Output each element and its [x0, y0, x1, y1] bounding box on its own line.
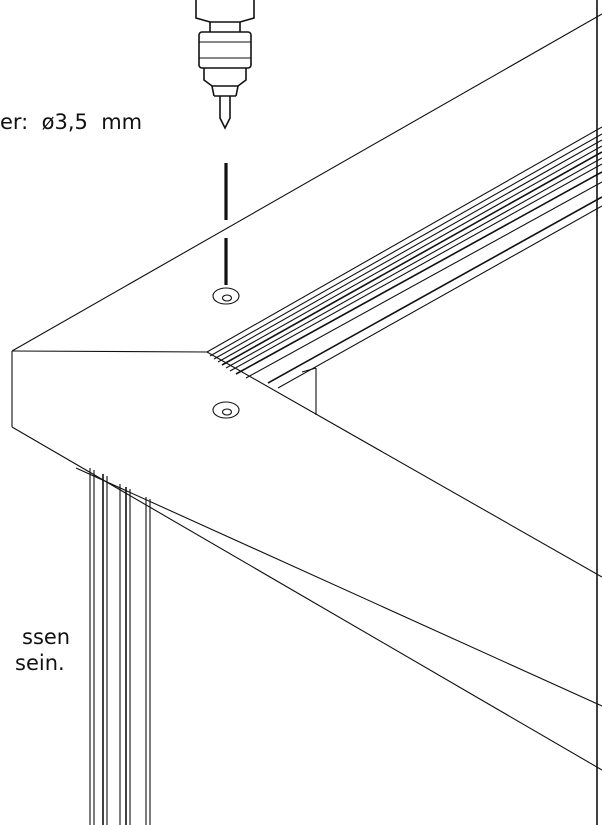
screw-hole-top [212, 287, 240, 305]
drill-diameter-label: er: ø3,5 mm [0, 110, 142, 134]
note-text-line-2: sein. [15, 651, 65, 675]
frame-corner [11, 13, 602, 771]
drill-icon [195, 0, 255, 130]
frame-leg [89, 468, 151, 825]
screw-hole-front [212, 401, 240, 419]
note-text-line-1: ssen [22, 625, 70, 649]
